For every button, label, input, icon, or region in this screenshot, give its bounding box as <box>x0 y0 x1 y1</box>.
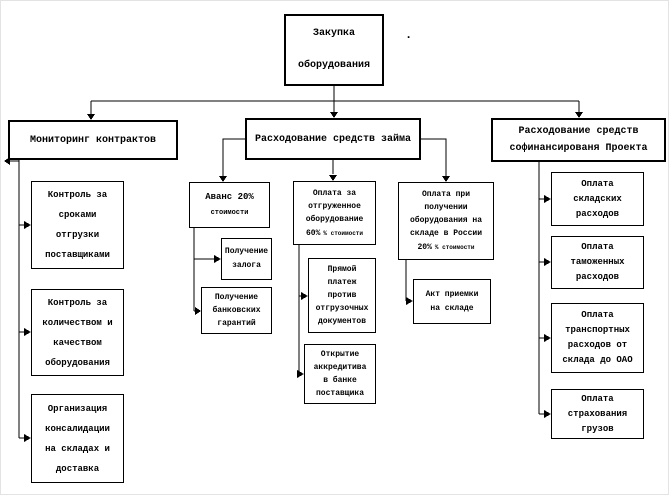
box-direct-payment-documents-label: Прямой платеж против отгрузочных докумен… <box>315 265 369 326</box>
receipt-payment-percent: 20% <box>417 243 432 252</box>
box-transport-costs-label: Оплата транспортных расходов от склада д… <box>562 310 633 365</box>
box-cargo-insurance-label: Оплата страхования грузов <box>567 393 628 434</box>
shipped-payment-percent: 60% <box>305 228 321 238</box>
shipped-payment-percent-note: % стоимости <box>323 229 363 237</box>
box-cargo-insurance: Оплата страхования грузов <box>551 389 644 439</box>
box-cofinancing-spending: Расходование средств софинансированя Про… <box>491 118 666 162</box>
box-customs-costs: Оплата таможенных расходов <box>551 236 644 289</box>
receipt-payment-percent-note: % стоимости <box>434 244 475 251</box>
box-consolidation-delivery-label: Организация консалидации на складах и до… <box>45 403 110 474</box>
box-loan-spending-label: Расходование средств займа <box>254 133 412 145</box>
box-shipping-deadline-control: Контроль за сроками отгрузки поставщикам… <box>31 181 124 269</box>
box-direct-payment-documents: Прямой платеж против отгрузочных докумен… <box>308 258 376 333</box>
box-customs-costs-label: Оплата таможенных расходов <box>570 242 625 282</box>
box-quantity-quality-control: Контроль за количеством и качеством обор… <box>31 289 124 376</box>
box-shipped-equipment-payment-label: Оплата за отгруженное оборудование <box>305 188 364 224</box>
box-contract-monitoring-label: Мониторинг контрактов <box>29 134 157 146</box>
box-bank-guarantees: Получение банковских гарантий <box>201 287 272 334</box>
box-quantity-quality-control-label: Контроль за количеством и качеством обор… <box>42 297 113 368</box>
box-bank-guarantees-label: Получение банковских гарантий <box>212 293 261 328</box>
receipt-payment-percent-row: 20% % стоимости <box>417 241 474 254</box>
box-cofinancing-spending-label: Расходование средств софинансированя Про… <box>509 126 648 154</box>
box-warehouse-costs-label: Оплата складских расходов <box>573 178 622 219</box>
connector-paths <box>10 86 580 439</box>
box-advance-20pct: Аванс 20% стоимости <box>189 182 270 228</box>
box-pledge-receipt-label: Получение залога <box>224 247 269 270</box>
box-consolidation-delivery: Организация консалидации на складах и до… <box>31 394 124 483</box>
box-receipt-in-russia-payment-label: Оплата при получении оборудования на скл… <box>409 190 482 238</box>
box-advance-20pct-sublabel: стоимости <box>210 209 249 217</box>
box-equipment-purchase-label: Закупка оборудования <box>297 28 370 71</box>
box-shipping-deadline-control-label: Контроль за сроками отгрузки поставщикам… <box>45 190 110 260</box>
box-pledge-receipt: Получение залога <box>221 238 272 280</box>
box-acceptance-act-label: Акт приемки на складе <box>425 289 479 313</box>
box-warehouse-costs: Оплата складских расходов <box>551 172 644 226</box>
box-equipment-purchase: Закупка оборудования <box>284 14 384 86</box>
box-advance-20pct-label: Аванс 20% <box>205 192 254 202</box>
box-shipped-equipment-payment: Оплата за отгруженное оборудование 60% %… <box>293 181 376 245</box>
box-letter-of-credit-label: Открытие аккредитива в банке поставщика <box>313 350 367 398</box>
box-contract-monitoring: Мониторинг контрактов <box>8 120 178 160</box>
stray-dot: . <box>405 28 413 42</box>
box-loan-spending: Расходование средств займа <box>245 118 421 160</box>
box-receipt-in-russia-payment: Оплата при получении оборудования на скл… <box>398 182 494 260</box>
arrowheads <box>4 112 583 442</box>
box-letter-of-credit: Открытие аккредитива в банке поставщика <box>304 344 376 404</box>
shipped-payment-percent-row: 60% % стоимости <box>306 227 363 240</box>
box-acceptance-act: Акт приемки на складе <box>413 279 491 324</box>
box-transport-costs: Оплата транспортных расходов от склада д… <box>551 303 644 373</box>
